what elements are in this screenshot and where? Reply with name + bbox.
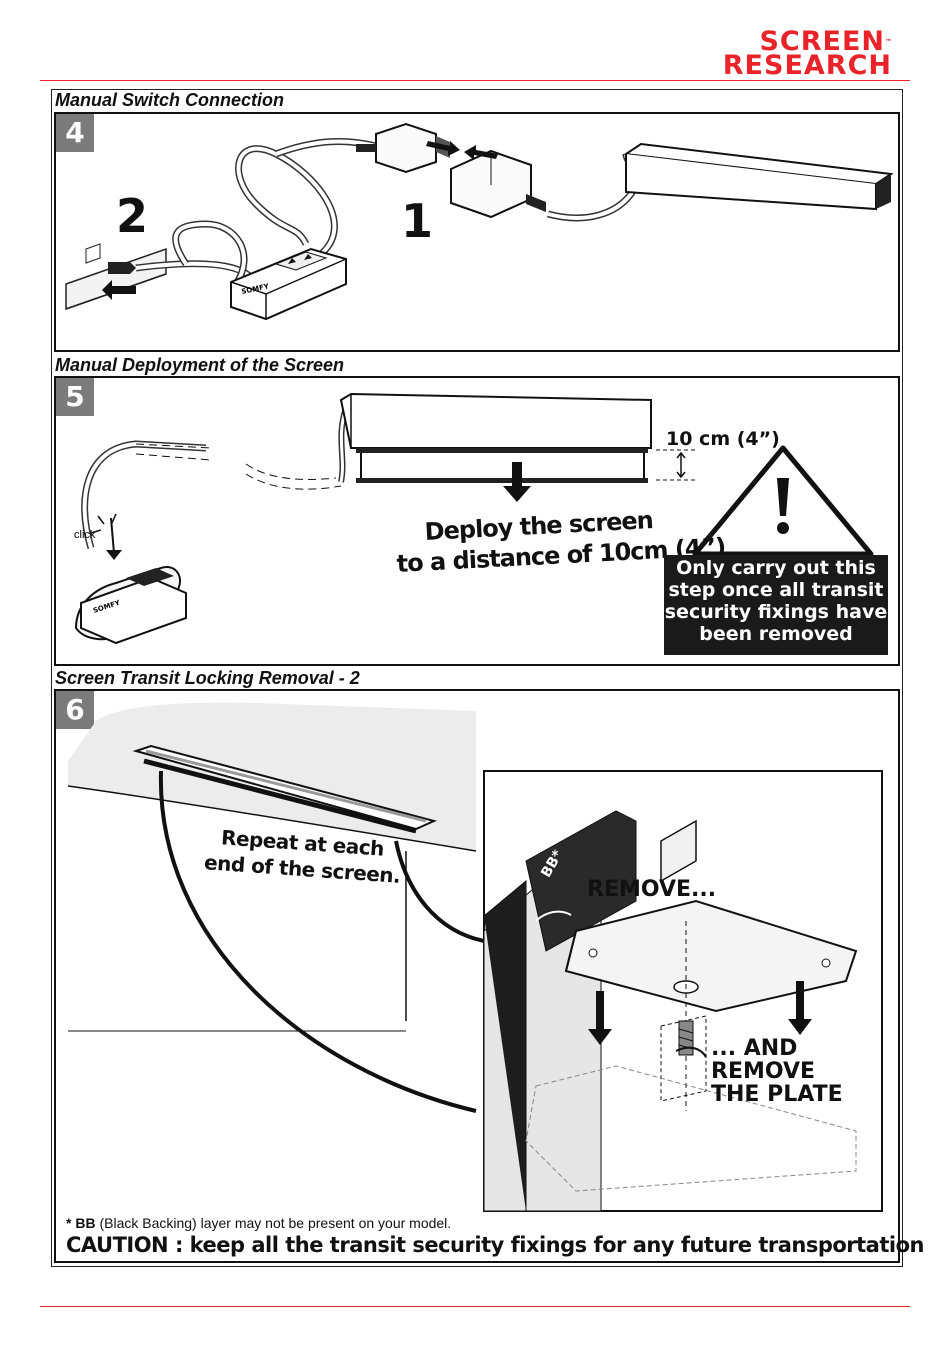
footnote-bold: * BB (66, 1215, 96, 1231)
brand-line1: SCREEN (759, 26, 885, 57)
illustration-transit-removal (67, 702, 883, 1212)
screen-case-icon (623, 142, 894, 211)
and-remove-line: REMOVE (711, 1059, 816, 1084)
arrow-left-icon (102, 280, 136, 300)
panel-step-5: 5 SOMFY (54, 376, 900, 666)
footer-rule (40, 1306, 910, 1307)
warning-line: Only carry out this (676, 557, 876, 579)
footnote: * BB (Black Backing) layer may not be pr… (66, 1215, 451, 1231)
somfy-switch-icon: SOMFY (230, 247, 347, 321)
somfy-switch-icon: SOMFY (74, 566, 187, 645)
section-title-5: Manual Deployment of the Screen (55, 355, 345, 375)
plug-icon (108, 262, 136, 274)
caution-text: CAUTION : keep all the transit security … (66, 1233, 924, 1257)
illustration-manual-deployment: SOMFY click (74, 392, 874, 645)
warning-line: been removed (699, 623, 853, 645)
wall-outlet-icon (85, 243, 101, 264)
step-number-6: 6 (56, 691, 94, 729)
arrow-left-icon (464, 145, 498, 160)
step-label-2: 2 (116, 189, 149, 243)
step-number-4: 4 (56, 114, 94, 152)
page-frame (51, 89, 903, 1267)
warning-box: Only carry out this step once all transi… (664, 555, 888, 655)
illustration-switch-connection: SOMFY (65, 122, 894, 321)
screw-icon (678, 1020, 694, 1056)
measure-label: 10 cm (4”) (666, 428, 780, 450)
finger-press-icon (90, 513, 122, 560)
header-rule (40, 80, 910, 81)
and-remove-line: ... AND (711, 1036, 798, 1061)
brand-logo: SCREEN™ RESEARCH (722, 28, 892, 81)
warning-line: security fixings have (664, 601, 888, 623)
connector-female-icon (450, 149, 546, 219)
section-title-6: Screen Transit Locking Removal - 2 (55, 668, 360, 688)
brand-trademark: ™ (885, 38, 892, 46)
arrow-down-icon (588, 991, 612, 1045)
panel-step-6: 6 (54, 689, 900, 1263)
exclamation-triangle-icon (692, 445, 874, 557)
recessed-housing-icon (132, 744, 438, 834)
arrow-down-icon (788, 981, 812, 1035)
arrow-right-icon (426, 141, 460, 156)
section-title-4: Manual Switch Connection (55, 90, 285, 110)
arrow-down-icon (503, 462, 531, 502)
warning-line: step once all transit (668, 579, 884, 601)
footnote-text: (Black Backing) layer may not be present… (95, 1215, 452, 1231)
remove-label: REMOVE... (587, 877, 717, 902)
screen-case-icon (339, 392, 652, 483)
and-remove-label: ... AND REMOVE THE PLATE (711, 1037, 843, 1106)
click-label: click (74, 529, 96, 541)
step-number-5: 5 (56, 378, 94, 416)
brand-line2: RESEARCH (722, 50, 892, 81)
panel-step-4: 4 SOMFY (54, 112, 900, 352)
detail-illustration (483, 810, 858, 1212)
plate-ghost-icon (525, 1065, 857, 1192)
step-label-1: 1 (401, 194, 434, 248)
and-remove-line: THE PLATE (711, 1082, 843, 1107)
